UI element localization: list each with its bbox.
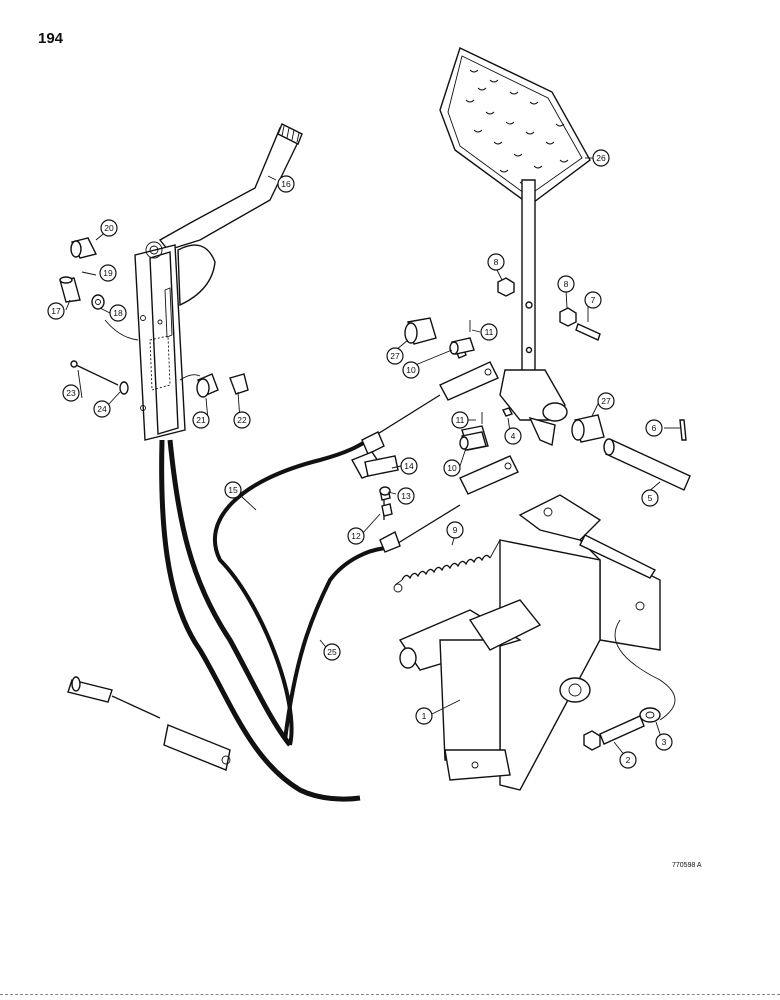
clip-hardware <box>364 455 399 517</box>
svg-text:27: 27 <box>390 351 400 361</box>
callout-9: 9 <box>446 521 464 539</box>
svg-text:4: 4 <box>511 431 516 441</box>
svg-text:10: 10 <box>406 365 416 375</box>
callout-7: 7 <box>584 291 602 309</box>
svg-text:21: 21 <box>196 415 206 425</box>
callout-24: 24 <box>93 400 111 418</box>
svg-text:6: 6 <box>652 423 657 433</box>
callout-15: 15 <box>224 481 242 499</box>
bushings <box>404 317 605 443</box>
callout-27a: 27 <box>386 347 404 365</box>
svg-text:11: 11 <box>485 327 494 337</box>
callout-3: 3 <box>655 733 673 751</box>
callout-10b: 10 <box>443 459 461 477</box>
cable-end-clevis <box>67 676 231 771</box>
lever-small-parts <box>59 237 249 398</box>
svg-text:1: 1 <box>422 711 427 721</box>
callout-14: 14 <box>400 457 418 475</box>
svg-text:22: 22 <box>237 415 247 425</box>
svg-text:24: 24 <box>97 404 107 414</box>
nuts-bolt <box>497 277 601 341</box>
callout-11b: 11 <box>451 411 469 429</box>
callout-18: 18 <box>109 304 127 322</box>
page-footer-line <box>0 994 780 996</box>
callout-11a: 11 <box>480 323 498 341</box>
return-spring <box>393 539 501 593</box>
brake-pedal <box>439 47 591 446</box>
svg-text:25: 25 <box>327 647 337 657</box>
svg-text:2: 2 <box>626 755 631 765</box>
svg-text:8: 8 <box>564 279 569 289</box>
callout-10a: 10 <box>402 361 420 379</box>
callout-23: 23 <box>62 384 80 402</box>
callout-20: 20 <box>100 219 118 237</box>
svg-text:10: 10 <box>447 463 457 473</box>
callout-16: 16 <box>277 175 295 193</box>
svg-text:14: 14 <box>404 461 414 471</box>
callout-2: 2 <box>619 751 637 769</box>
callout-8a: 8 <box>487 253 505 271</box>
svg-text:5: 5 <box>648 493 653 503</box>
svg-text:18: 18 <box>113 308 123 318</box>
svg-text:8: 8 <box>494 257 499 267</box>
callout-8b: 8 <box>557 275 575 293</box>
callout-4: 4 <box>504 427 522 445</box>
callout-21: 21 <box>192 411 210 429</box>
callout-27b: 27 <box>597 392 615 410</box>
callout-19: 19 <box>99 264 117 282</box>
svg-text:12: 12 <box>351 531 361 541</box>
clevis-pins <box>449 320 513 451</box>
svg-text:17: 17 <box>51 306 61 316</box>
svg-text:11: 11 <box>456 415 465 425</box>
svg-text:20: 20 <box>104 223 114 233</box>
svg-text:9: 9 <box>453 525 458 535</box>
callout-17: 17 <box>47 302 65 320</box>
callout-26: 26 <box>592 149 610 167</box>
pedal-cable <box>283 425 519 741</box>
callout-6: 6 <box>645 419 663 437</box>
bracket-hardware <box>583 707 661 751</box>
svg-text:19: 19 <box>103 268 113 278</box>
svg-text:16: 16 <box>281 179 291 189</box>
svg-text:26: 26 <box>596 153 606 163</box>
hand-brake-lever <box>134 123 303 441</box>
callout-22: 22 <box>233 411 251 429</box>
callout-5: 5 <box>641 489 659 507</box>
callout-1: 1 <box>415 707 433 725</box>
svg-text:13: 13 <box>401 491 411 501</box>
pivot-pin <box>603 419 691 491</box>
callout-25: 25 <box>323 643 341 661</box>
callout-13: 13 <box>397 487 415 505</box>
hand-brake-cable <box>159 344 499 802</box>
svg-text:7: 7 <box>591 295 596 305</box>
callout-12: 12 <box>347 527 365 545</box>
svg-text:3: 3 <box>662 737 667 747</box>
svg-text:23: 23 <box>66 388 76 398</box>
svg-text:15: 15 <box>228 485 238 495</box>
figure-code: 770598 A <box>672 862 702 869</box>
svg-text:27: 27 <box>601 396 611 406</box>
page-number: 194 <box>38 30 64 47</box>
pedal-bracket <box>398 494 676 791</box>
